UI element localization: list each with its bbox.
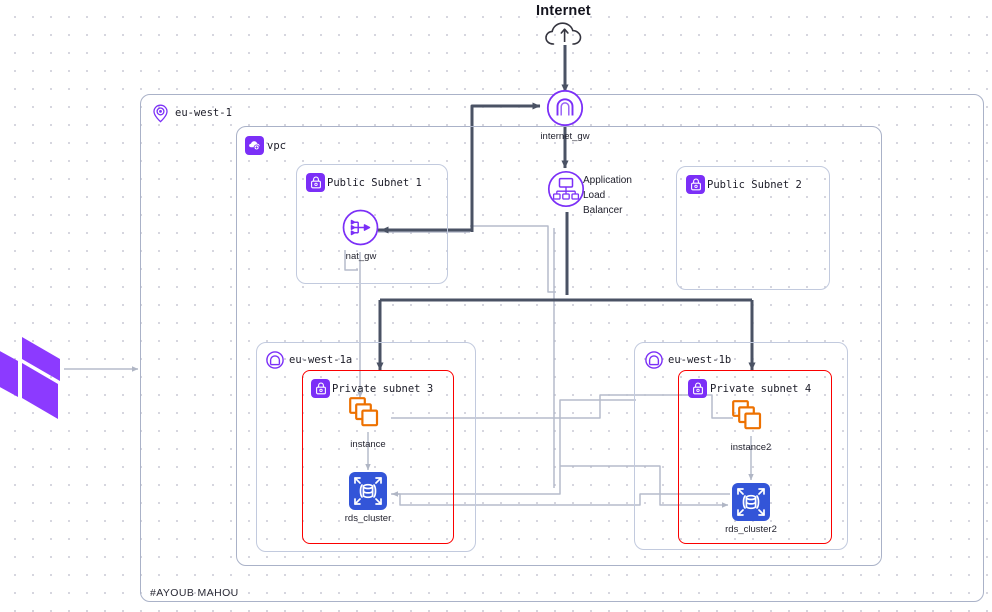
lock-icon (688, 379, 707, 398)
lock-icon (686, 175, 705, 194)
subnet-private-subnet-3-label: Private subnet 3 (332, 383, 434, 395)
region-label: eu-west-1 (175, 107, 232, 119)
availability-zone-icon (266, 351, 284, 369)
load-balancer-label-line-3: Balancer (583, 205, 623, 216)
ec2-instance-icon[interactable] (731, 399, 771, 437)
internet-title: Internet (536, 3, 591, 19)
ec2-instance-label: instance (350, 439, 386, 450)
subnet-private-subnet-4 (678, 370, 832, 544)
terraform-logo-icon (0, 337, 60, 419)
az-label-eu-west-1b: eu-west-1b (668, 354, 732, 366)
vpc-cloud-icon (245, 136, 264, 155)
lock-icon (306, 173, 325, 192)
watermark-label: #AYOUB MAHOU (150, 587, 239, 599)
subnet-public-subnet-2-label: Public Subnet 2 (707, 179, 802, 191)
load-balancer-label-line-2: Load (583, 190, 606, 201)
load-balancer-icon[interactable] (547, 170, 585, 208)
rds-cluster2-label: rds_cluster2 (725, 524, 777, 535)
rds-cluster-icon[interactable] (348, 471, 388, 511)
subnet-private-subnet-3 (302, 370, 454, 544)
internet-gateway-label: internet_gw (540, 131, 590, 142)
ec2-instance2-label: instance2 (730, 442, 772, 453)
subnet-private-subnet-4-label: Private subnet 4 (710, 383, 812, 395)
subnet-public-subnet-1 (296, 164, 448, 284)
nat-gateway-icon[interactable] (342, 209, 379, 246)
az-container-eu-west-1a (256, 342, 476, 552)
vpc-container (236, 126, 882, 566)
vpc-label: vpc (267, 140, 286, 152)
nat-gateway-label: nat_gw (345, 251, 377, 262)
region-pin-icon (153, 104, 168, 123)
lock-icon (311, 379, 330, 398)
subnet-public-subnet-2 (676, 166, 830, 290)
internet-gateway-icon[interactable] (546, 89, 584, 127)
availability-zone-icon (645, 351, 663, 369)
cloud-icon (545, 22, 582, 45)
az-container-eu-west-1b (634, 342, 848, 550)
az-label-eu-west-1a: eu-west-1a (289, 354, 353, 366)
rds-cluster-icon[interactable] (731, 482, 771, 522)
rds-cluster-label: rds_cluster (344, 513, 392, 524)
subnet-public-subnet-1-label: Public Subnet 1 (327, 177, 422, 189)
ec2-instance-icon[interactable] (348, 396, 388, 434)
load-balancer-label-line-1: Application (583, 175, 632, 186)
